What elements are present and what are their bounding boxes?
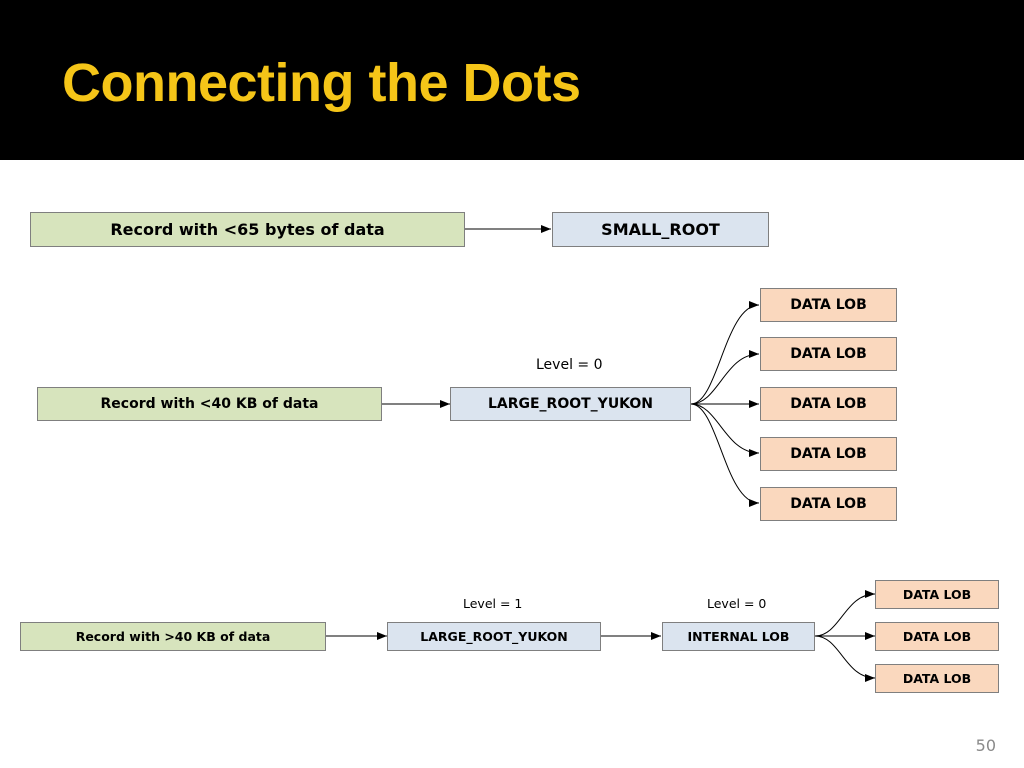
record-over-40kb-box: Record with >40 KB of data	[20, 622, 326, 651]
level-label-diagram2: Level = 0	[536, 357, 603, 373]
arrow-root-to-data-lob-1	[690, 301, 760, 405]
title-bar: Connecting the Dots	[0, 0, 1024, 160]
data-lob-box: DATA LOB	[760, 337, 897, 371]
small-root-box: SMALL_ROOT	[552, 212, 769, 247]
record-40kb-label: Record with <40 KB of data	[100, 396, 319, 412]
data-lob-box: DATA LOB	[760, 288, 897, 322]
large-root-yukon-level1-label: LARGE_ROOT_YUKON	[420, 629, 568, 644]
data-lob-label: DATA LOB	[790, 297, 867, 313]
data-lob-label: DATA LOB	[790, 396, 867, 412]
small-root-label: SMALL_ROOT	[601, 220, 720, 239]
arrow-root-to-data-lob-4	[690, 403, 760, 457]
data-lob-box: DATA LOB	[875, 664, 999, 693]
large-root-yukon-label: LARGE_ROOT_YUKON	[487, 396, 654, 412]
data-lob-label: DATA LOB	[902, 671, 972, 686]
data-lob-label: DATA LOB	[790, 446, 867, 462]
level-label-internal-diagram3: Level = 0	[707, 596, 767, 611]
record-small-box: Record with <65 bytes of data	[30, 212, 465, 247]
record-over-40kb-label: Record with >40 KB of data	[75, 629, 271, 644]
data-lob-label: DATA LOB	[790, 496, 867, 512]
data-lob-label: DATA LOB	[902, 629, 972, 644]
record-40kb-box: Record with <40 KB of data	[37, 387, 382, 421]
arrow-internal-to-data-lob-3	[814, 635, 876, 682]
arrow-internal-to-data-lob-1	[814, 590, 876, 637]
data-lob-label: DATA LOB	[790, 346, 867, 362]
internal-lob-box: INTERNAL LOB	[662, 622, 815, 651]
large-root-yukon-box-level1: LARGE_ROOT_YUKON	[387, 622, 601, 651]
data-lob-box: DATA LOB	[760, 437, 897, 471]
slide-title: Connecting the Dots	[62, 53, 581, 113]
record-small-label: Record with <65 bytes of data	[110, 220, 385, 239]
arrow-root-to-data-lob-2	[690, 350, 760, 405]
data-lob-box: DATA LOB	[875, 580, 999, 609]
internal-lob-label: INTERNAL LOB	[687, 629, 790, 644]
arrow-root-to-data-lob-5	[690, 403, 760, 507]
data-lob-box: DATA LOB	[760, 487, 897, 521]
data-lob-box: DATA LOB	[875, 622, 999, 651]
page-number: 50	[975, 736, 996, 755]
level-label-root-diagram3: Level = 1	[463, 596, 523, 611]
data-lob-box: DATA LOB	[760, 387, 897, 421]
data-lob-label: DATA LOB	[902, 587, 972, 602]
large-root-yukon-box: LARGE_ROOT_YUKON	[450, 387, 691, 421]
